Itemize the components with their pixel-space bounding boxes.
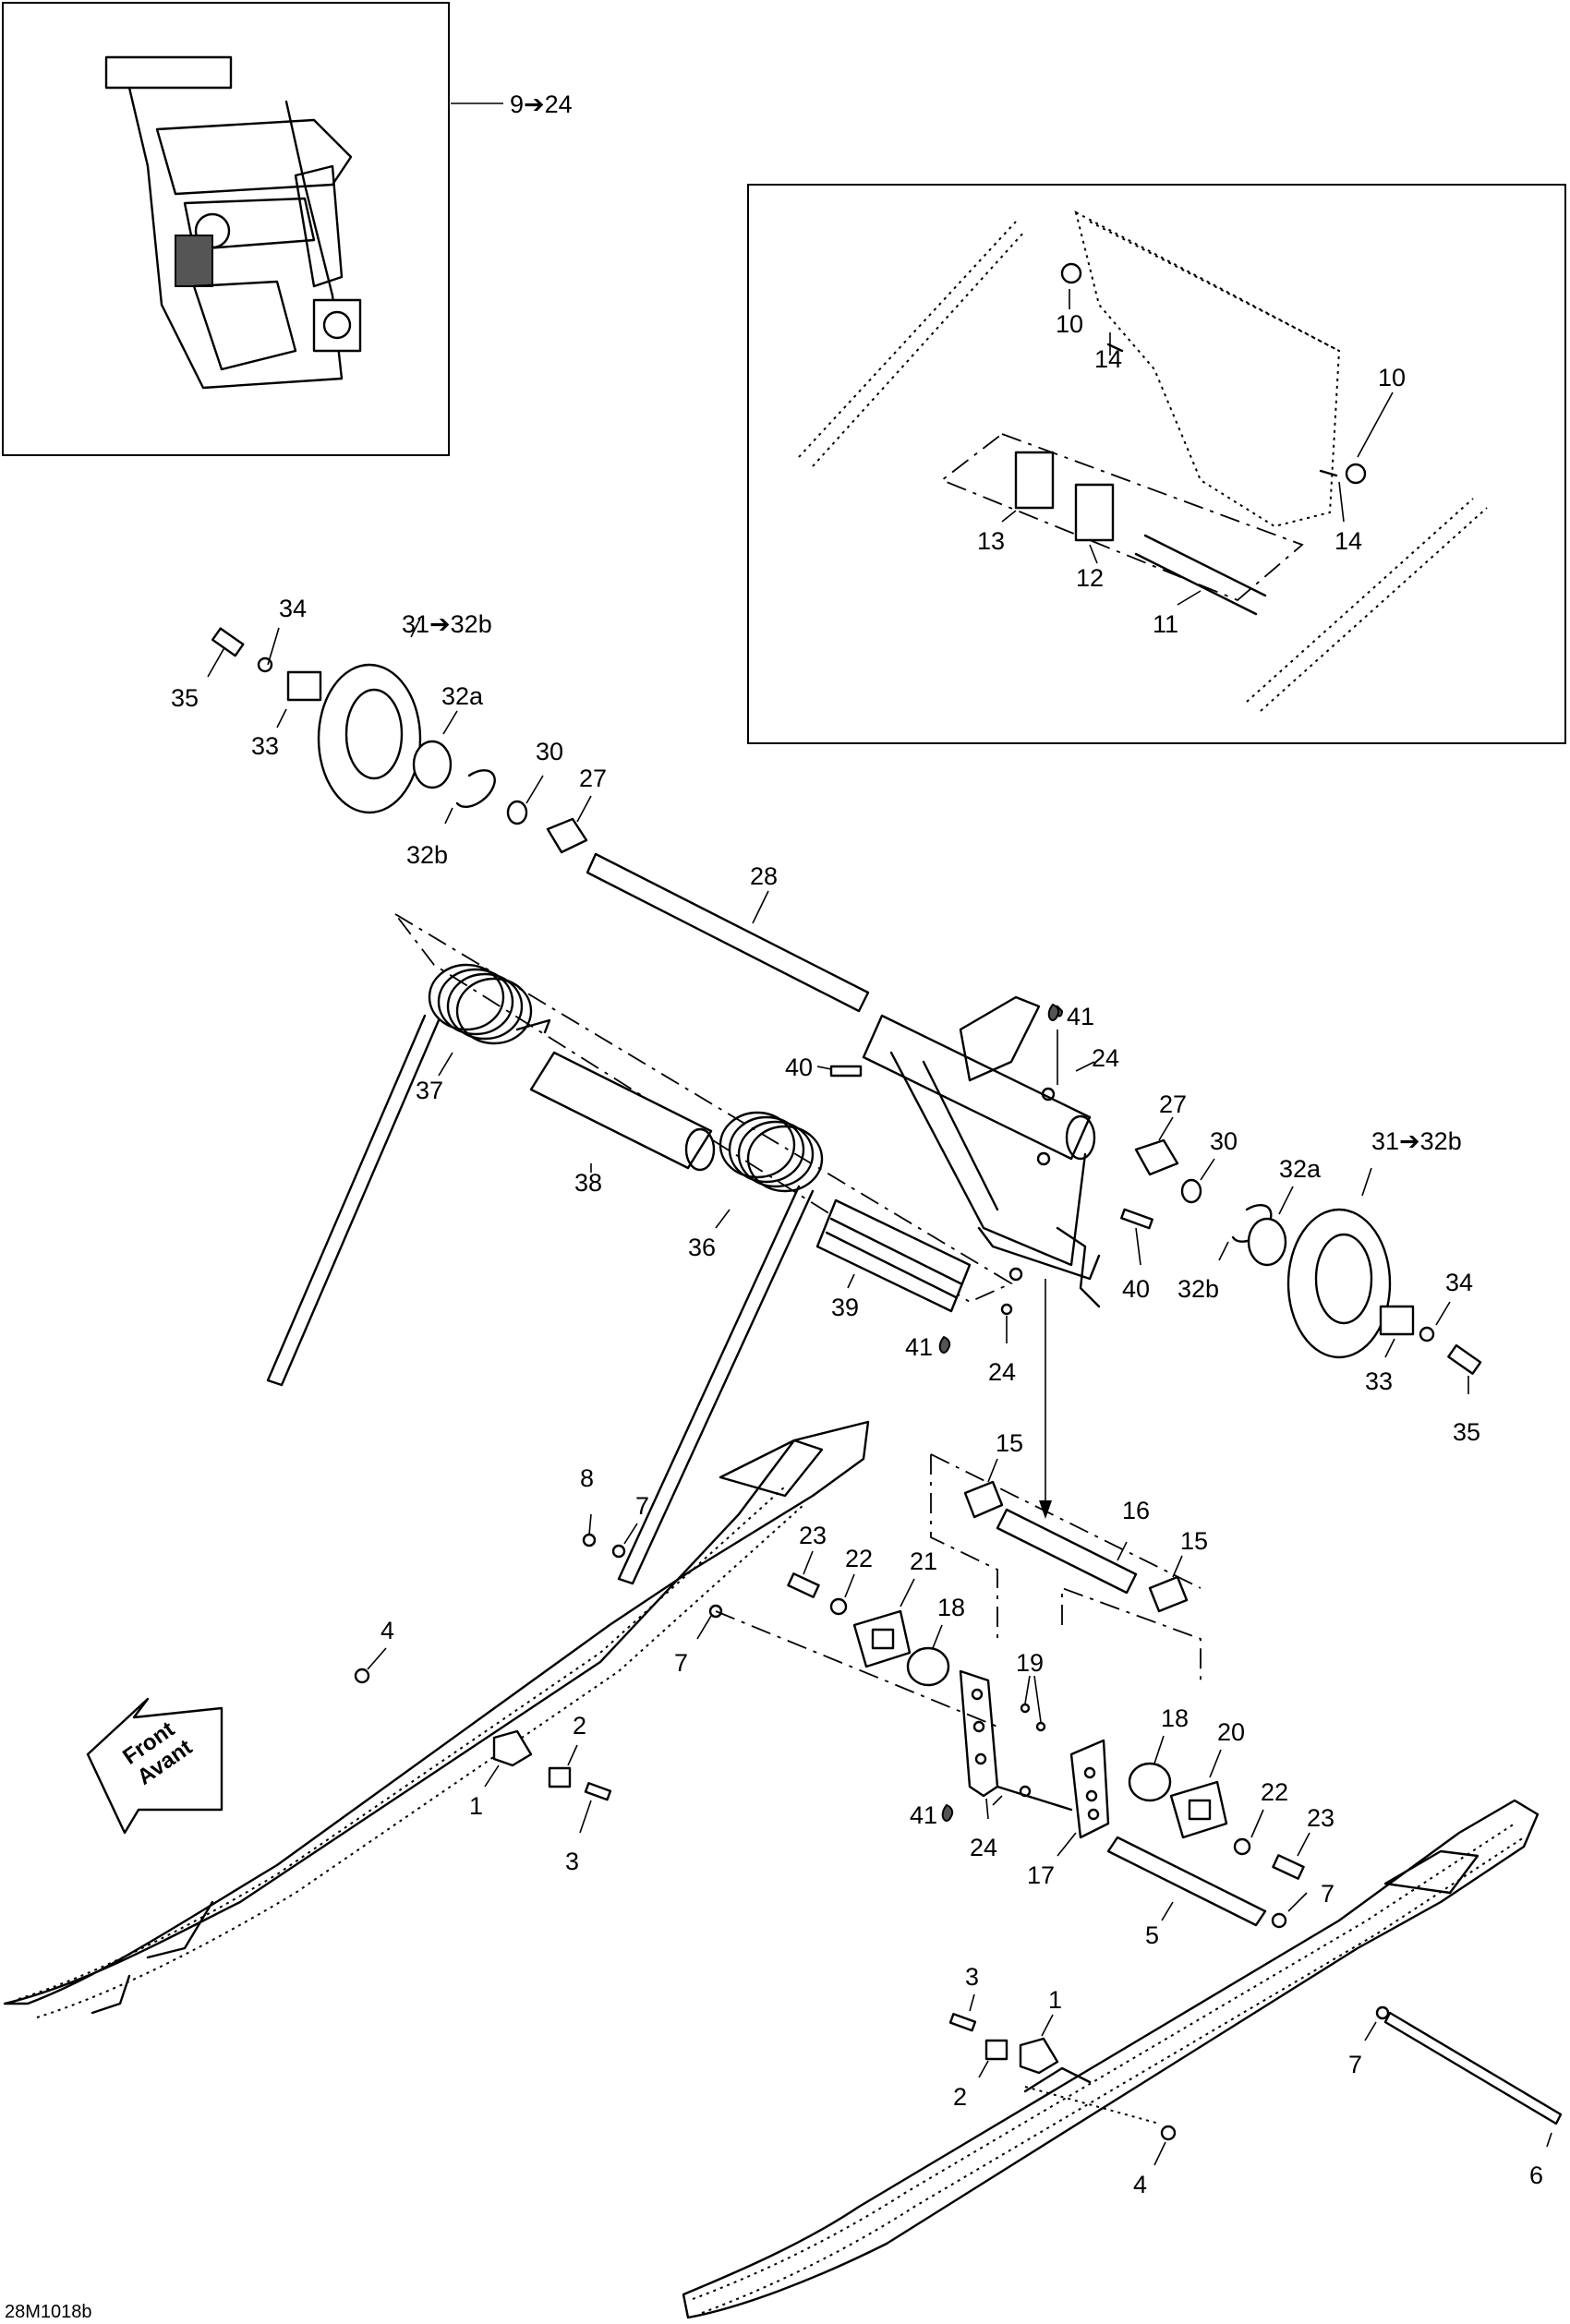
callout-24: 24	[1092, 1044, 1119, 1072]
callout-1: 1	[469, 1792, 483, 1820]
callout-36: 36	[688, 1234, 716, 1261]
callout-34: 34	[279, 595, 307, 622]
inset-reference-label: 9➔24	[510, 90, 573, 118]
lower-arm-assembly: 23 22 21 18 19 17 18 20 22	[787, 1522, 1334, 1949]
callout-22: 22	[1261, 1778, 1288, 1806]
callout-32b: 32b	[406, 841, 448, 869]
callout-4: 4	[1133, 2171, 1147, 2198]
callout-35: 35	[1453, 1418, 1480, 1446]
callout-19: 19	[1016, 1649, 1044, 1677]
callout-23: 23	[799, 1522, 827, 1549]
callout-27: 27	[1159, 1090, 1187, 1118]
callout-18: 18	[937, 1594, 965, 1621]
callout-12: 12	[1076, 564, 1104, 592]
callout-7: 7	[1321, 1880, 1334, 1908]
spring-group: 37 38 36 39	[266, 963, 972, 1585]
callout-41: 41	[905, 1333, 933, 1361]
callout-10: 10	[1378, 364, 1406, 391]
callout-22: 22	[845, 1545, 873, 1572]
callout-41: 41	[1067, 1003, 1094, 1030]
right-rail-hardware: 7 6 3 2 1 4	[948, 1963, 1563, 2198]
callout-5: 5	[1145, 1921, 1159, 1949]
callout-16: 16	[1122, 1497, 1150, 1524]
callout-3: 3	[565, 1848, 579, 1875]
callout-32a: 32a	[1279, 1155, 1322, 1183]
right-rail	[682, 1799, 1540, 2319]
callout-40: 40	[785, 1054, 813, 1081]
callout-32b: 32b	[1178, 1275, 1219, 1303]
rear-shaft-group: 15 16 15	[930, 1429, 1208, 1680]
right-wheel-group: 27 30 32b 32a 31➔32b 33 34 35	[1134, 1090, 1482, 1446]
callout-40: 40	[1122, 1275, 1150, 1303]
callout-35: 35	[171, 684, 199, 712]
callout-14: 14	[1094, 345, 1122, 373]
callout-14: 14	[1334, 527, 1362, 555]
callout-8: 8	[580, 1464, 594, 1492]
spring-37	[266, 963, 551, 1387]
left-rail-hardware: 8 7 7 4 1 2 3	[354, 1464, 998, 1875]
callout-33: 33	[1365, 1367, 1393, 1395]
callout-2: 2	[953, 2083, 967, 2111]
callout-7: 7	[1348, 2051, 1362, 2078]
callout-39: 39	[831, 1294, 859, 1321]
callout-31-to-32b: 31➔32b	[1371, 1127, 1462, 1155]
center-arm-assembly: 40 40 41 24 24 41	[785, 995, 1153, 1519]
callout-24: 24	[970, 1834, 997, 1861]
arm-detail-inset: 10 14 10 14 13 12 11	[747, 184, 1566, 744]
callout-6: 6	[1529, 2161, 1543, 2189]
callout-41: 41	[910, 1801, 937, 1829]
callout-18: 18	[1161, 1704, 1189, 1732]
callout-4: 4	[380, 1617, 394, 1644]
callout-1: 1	[1048, 1986, 1062, 2014]
callout-3: 3	[965, 1963, 979, 1991]
figure-code: 28M1018b	[5, 2302, 92, 2322]
callout-20: 20	[1217, 1718, 1245, 1746]
left-wheel-group: 35 34 33 31➔32b 32a 32b 30 27	[171, 595, 607, 869]
callout-7: 7	[674, 1649, 688, 1677]
callout-24: 24	[988, 1358, 1016, 1386]
axle-28: 28	[586, 852, 870, 1013]
callout-23: 23	[1307, 1804, 1334, 1832]
callout-21: 21	[910, 1547, 937, 1575]
callout-2: 2	[573, 1712, 586, 1740]
callout-17: 17	[1027, 1861, 1055, 1889]
left-rail: Front Avant	[3, 1420, 870, 2018]
callout-30: 30	[536, 738, 563, 765]
callout-37: 37	[416, 1077, 443, 1104]
callout-10: 10	[1056, 310, 1083, 338]
callout-32a: 32a	[441, 682, 484, 710]
callout-15: 15	[996, 1429, 1023, 1457]
callout-27: 27	[579, 765, 607, 792]
callout-7: 7	[635, 1492, 649, 1520]
callout-34: 34	[1445, 1269, 1473, 1296]
callout-38: 38	[574, 1169, 602, 1197]
callout-33: 33	[251, 732, 279, 760]
assembled-view-inset: 9➔24	[2, 2, 573, 456]
callout-31-to-32b: 31➔32b	[402, 610, 492, 638]
callout-11: 11	[1153, 610, 1178, 638]
callout-15: 15	[1180, 1527, 1208, 1555]
callout-30: 30	[1210, 1127, 1238, 1155]
callout-13: 13	[977, 527, 1005, 555]
spring-36	[617, 1111, 824, 1585]
callout-28: 28	[750, 862, 778, 890]
